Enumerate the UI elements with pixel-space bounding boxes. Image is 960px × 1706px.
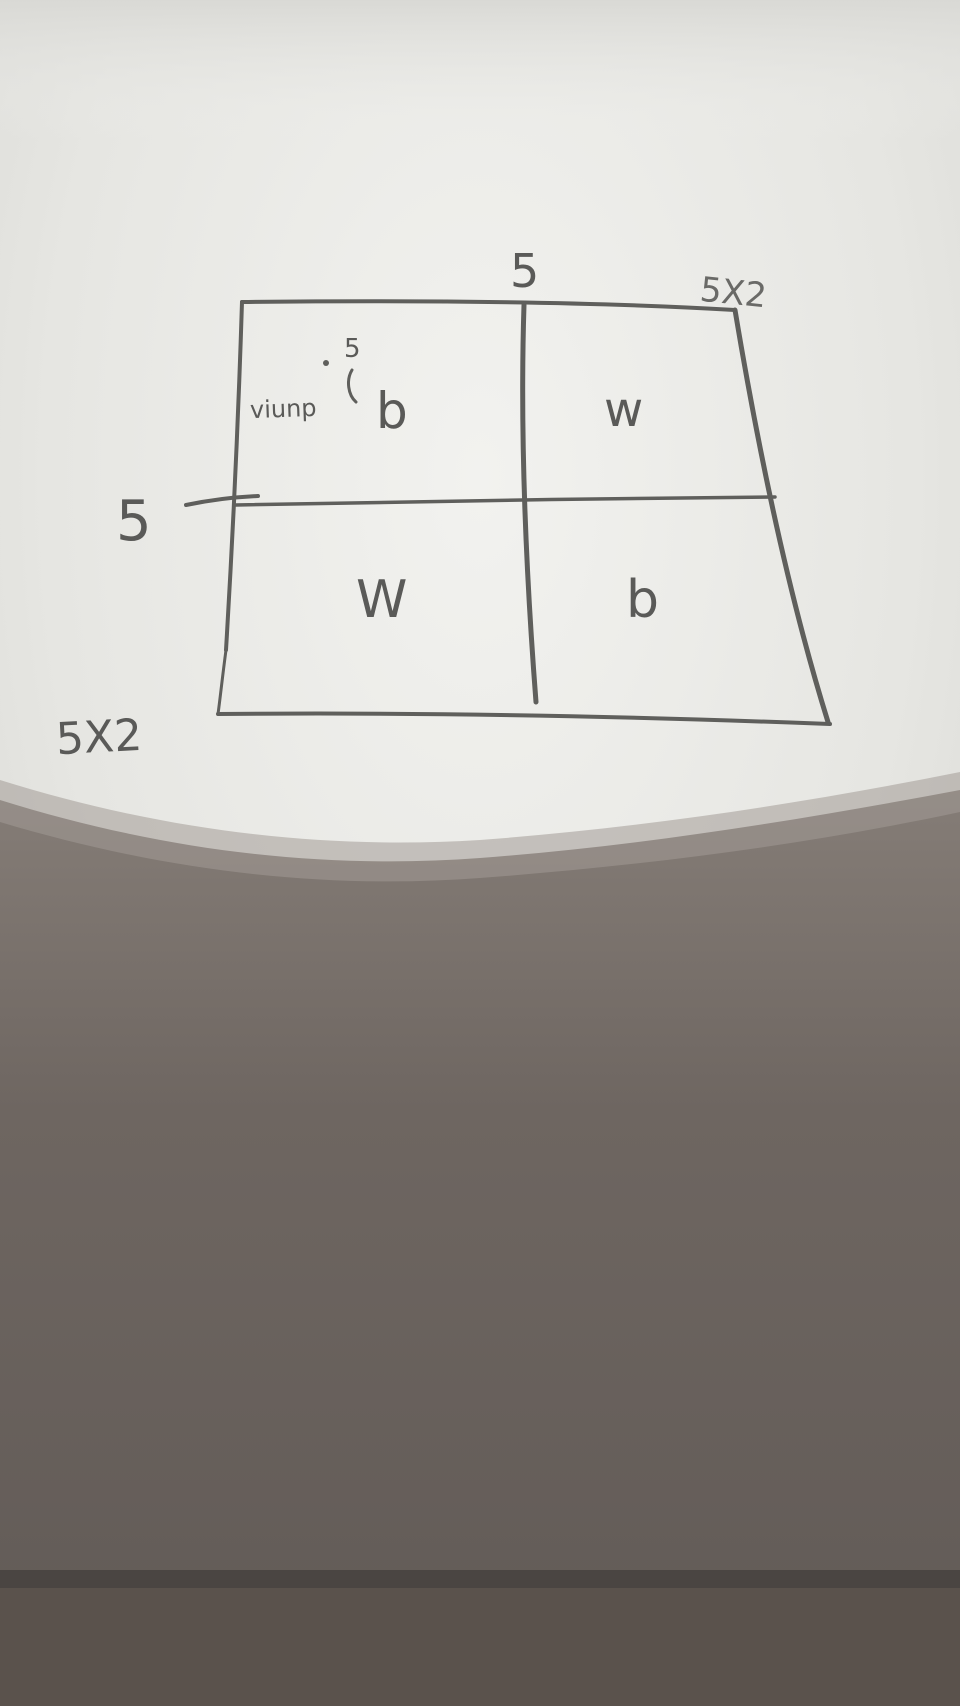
annotation-word-label: viunp [249,393,317,425]
bottom-left-dimension-label: 5X2 [54,709,144,766]
top-dimension-label: 5 [510,244,540,298]
annotation-small-label: 5 [344,334,361,364]
frame-top-edge [240,299,737,312]
annotation-dot [323,360,329,366]
frame-right-edge [732,307,831,725]
center-horizontal-line [234,495,777,507]
left-dimension-label: 5 [116,489,152,554]
annotation-arrow [347,368,358,404]
cell-bottom-right-label: b [626,570,660,630]
left-tick-mark [184,494,260,507]
frame-left-edge [224,300,244,652]
center-vertical-line [520,302,539,705]
cell-top-right-label: w [604,382,644,438]
cell-bottom-left-label: W [356,570,408,630]
frame-left-lower [216,648,228,716]
cell-top-left-label: b [376,382,408,440]
top-right-dimension-label: 5X2 [698,269,769,317]
frame-bottom-edge [216,711,832,726]
